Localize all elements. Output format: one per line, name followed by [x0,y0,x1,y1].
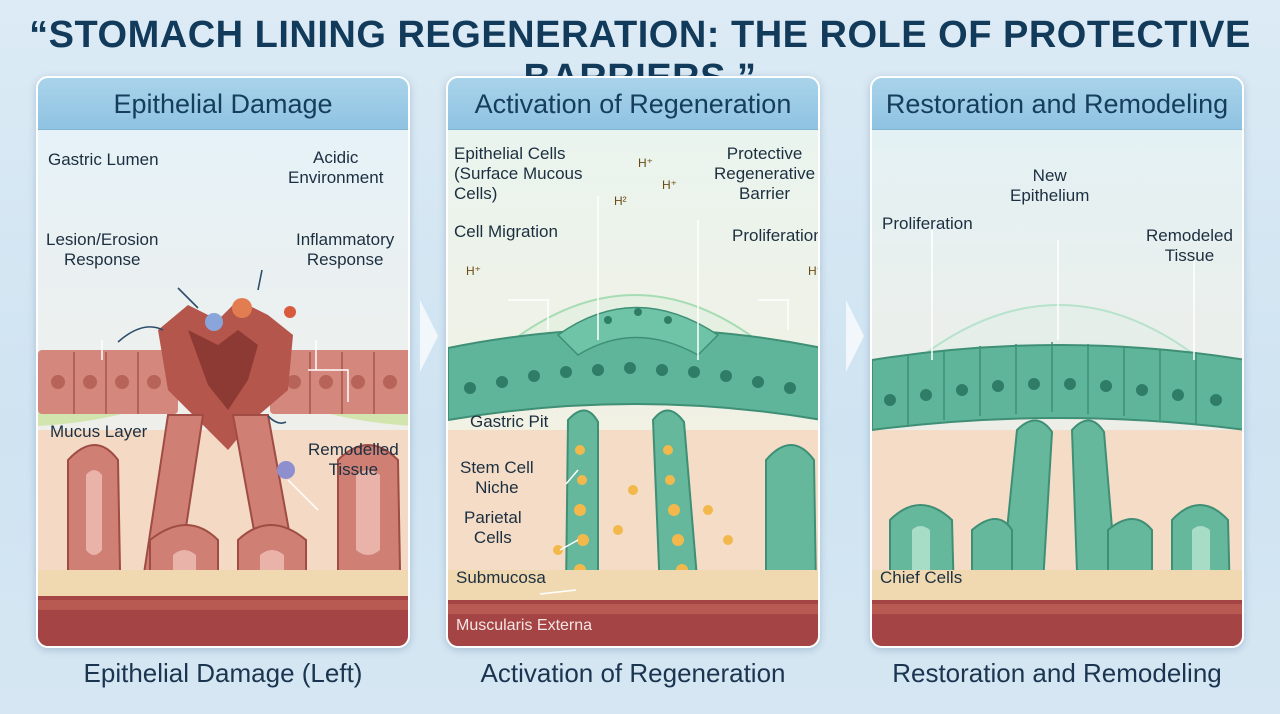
label-cell-migration: Cell Migration [454,222,558,241]
label-gastric-lumen: Gastric Lumen [48,150,159,169]
panel-header: Activation of Regeneration [448,78,818,130]
damage-illustration [38,130,408,646]
h-plus-ion-icon: H⁺ [662,178,677,192]
caption-restoration: Restoration and Remodeling [892,658,1222,688]
label-mucus-layer: Mucus Layer [50,422,148,441]
inflammatory-cell-icon [232,298,252,318]
label-chief-cells: Chief Cells [880,568,963,587]
label-muscularis-externa: Muscularis Externa [456,617,593,634]
label-submucosa: Submucosa [456,568,546,587]
h-plus-ion-icon: H⁺ [638,156,653,170]
label-proliferation: Proliferation [732,226,820,245]
label-parietal-cells: Parietal Cells [464,508,522,547]
panel-header: Epithelial Damage [38,78,408,130]
restoration-illustration [872,130,1242,646]
label-epithelial-cells: Epithelial Cells (Surface Mucous Cells) [454,144,583,203]
flow-arrow-icon [420,300,438,372]
panel-header: Restoration and Remodeling [872,78,1242,130]
immune-cell-icon [205,313,223,331]
label-lesion-erosion: Lesion/Erosion Response [46,230,159,269]
caption-activation: Activation of Regeneration [480,658,786,688]
new-epithelium [872,342,1242,432]
panel-restoration-and-remodeling: Restoration and Remodeling [870,76,1244,648]
label-acidic-environment: Acidic Environment [288,148,384,187]
regeneration-illustration [448,130,818,646]
h-ion-icon: H² [614,194,627,208]
label-new-epithelium: New Epithelium [1010,166,1090,205]
flow-arrow-icon [846,300,864,372]
h-plus-ion-icon: H⁺ [808,264,818,278]
caption-epithelial-damage: Epithelial Damage (Left) [83,658,363,688]
label-remodeled-tissue: Remodeled Tissue [1146,226,1233,265]
label-stem-cell-niche: Stem Cell Niche [460,458,534,497]
label-proliferation: Proliferation [882,214,973,233]
panel-epithelial-damage: Epithelial Damage [36,76,410,648]
label-protective-barrier: Protective Regenerative Barrier [714,144,816,203]
damaged-epithelium [38,300,408,450]
label-gastric-pit: Gastric Pit [470,412,549,431]
h-plus-ion-icon: H⁺ [466,264,481,278]
label-remodelled-tissue: Remodelled Tissue [308,440,399,479]
label-inflammatory-response: Inflammatory Response [296,230,395,269]
panel-activation-of-regeneration: Activation of Regeneration [446,76,820,648]
